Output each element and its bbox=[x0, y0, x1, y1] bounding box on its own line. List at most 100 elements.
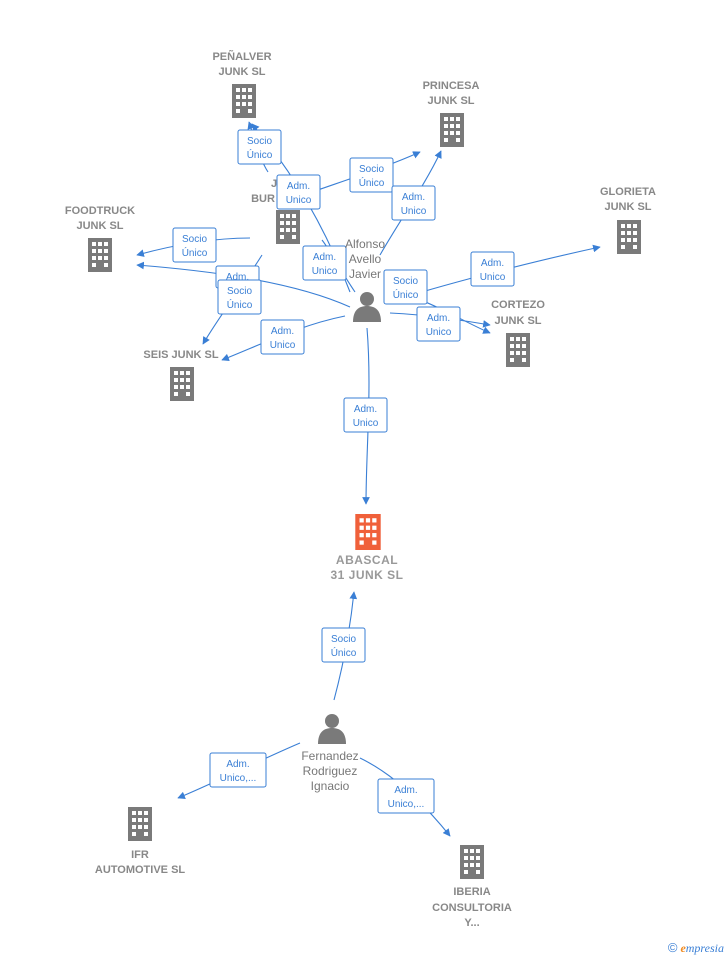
company-node-glorieta[interactable]: GLORIETA JUNK SL bbox=[600, 186, 656, 254]
role-label[interactable]: Socio Único bbox=[172, 227, 217, 263]
svg-text:AUTOMOTIVE SL: AUTOMOTIVE SL bbox=[95, 864, 186, 876]
svg-text:Adm.: Adm. bbox=[226, 272, 249, 283]
svg-text:Fernandez: Fernandez bbox=[301, 749, 358, 763]
company-node-penalver[interactable]: PEÑALVER JUNK SL bbox=[212, 50, 272, 118]
building-icon bbox=[88, 238, 112, 272]
svg-text:JUNK SL: JUNK SL bbox=[604, 201, 651, 213]
svg-text:Único: Único bbox=[182, 246, 208, 259]
nodes-layer: PEÑALVER JUNK SL PRINCESA JUNK SL GLORIE… bbox=[65, 50, 656, 929]
svg-text:Ignacio: Ignacio bbox=[311, 779, 350, 793]
svg-text:PEÑALVER: PEÑALVER bbox=[212, 50, 271, 63]
building-icon bbox=[128, 807, 152, 841]
building-icon bbox=[617, 220, 641, 254]
role-label[interactable]: Adm. Unico bbox=[276, 174, 321, 210]
svg-text:Único: Único bbox=[359, 176, 385, 189]
brand-logo: ©empresia bbox=[667, 940, 724, 955]
person-icon bbox=[318, 714, 346, 744]
svg-text:Unico: Unico bbox=[312, 266, 338, 277]
svg-text:ABASCAL: ABASCAL bbox=[336, 553, 398, 567]
svg-text:Unico: Unico bbox=[270, 340, 296, 351]
role-label[interactable]: Adm. Unico bbox=[302, 245, 347, 281]
svg-text:IFR: IFR bbox=[131, 849, 149, 861]
svg-text:Único: Único bbox=[227, 298, 253, 311]
svg-text:CORTEZO: CORTEZO bbox=[491, 299, 545, 311]
svg-text:Unico: Unico bbox=[286, 195, 312, 206]
svg-text:Alfonso: Alfonso bbox=[345, 237, 385, 251]
svg-text:JUNK SL: JUNK SL bbox=[218, 66, 265, 78]
role-label[interactable]: Socio Único bbox=[217, 279, 262, 315]
svg-text:Y...: Y... bbox=[464, 917, 479, 929]
person-icon bbox=[353, 292, 381, 322]
copyright-icon: © bbox=[667, 940, 678, 955]
svg-text:Adm.: Adm. bbox=[481, 258, 504, 269]
svg-text:Adm.: Adm. bbox=[394, 785, 417, 796]
svg-text:Adm.: Adm. bbox=[427, 313, 450, 324]
building-icon bbox=[460, 845, 484, 879]
svg-text:Único: Único bbox=[331, 646, 357, 659]
svg-text:Adm.: Adm. bbox=[354, 404, 377, 415]
svg-text:Unico,...: Unico,... bbox=[388, 799, 425, 810]
role-label[interactable]: Socio Único bbox=[349, 157, 394, 193]
building-icon bbox=[355, 514, 381, 550]
svg-text:Avello: Avello bbox=[349, 252, 382, 266]
svg-text:Único: Único bbox=[247, 148, 273, 161]
company-node-ifr[interactable]: IFR AUTOMOTIVE SL bbox=[95, 807, 186, 876]
building-icon bbox=[232, 84, 256, 118]
building-icon bbox=[506, 333, 530, 367]
role-label[interactable]: Adm. Unico bbox=[416, 306, 461, 342]
svg-text:31 JUNK SL: 31 JUNK SL bbox=[330, 568, 403, 582]
svg-text:Unico: Unico bbox=[401, 206, 427, 217]
svg-text:JUNK SL: JUNK SL bbox=[494, 315, 541, 327]
role-label[interactable]: Socio Único bbox=[383, 269, 428, 305]
svg-text:Adm.: Adm. bbox=[313, 252, 336, 263]
role-label[interactable]: Adm. Unico,... bbox=[377, 778, 435, 814]
building-icon bbox=[276, 210, 300, 244]
company-node-foodtruck[interactable]: FOODTRUCK JUNK SL bbox=[65, 205, 135, 272]
svg-text:PRINCESA: PRINCESA bbox=[423, 80, 480, 92]
company-node-seis[interactable]: SEIS JUNK SL bbox=[143, 349, 219, 401]
svg-text:JUNK SL: JUNK SL bbox=[76, 220, 123, 232]
svg-text:CONSULTORIA: CONSULTORIA bbox=[432, 902, 512, 914]
svg-text:Socio: Socio bbox=[227, 286, 252, 297]
building-icon bbox=[440, 113, 464, 147]
svg-text:Único: Único bbox=[393, 288, 419, 301]
company-node-main[interactable]: ABASCAL 31 JUNK SL bbox=[330, 514, 403, 582]
role-label[interactable]: Socio Único bbox=[237, 129, 282, 165]
svg-text:SEIS JUNK SL: SEIS JUNK SL bbox=[143, 349, 218, 361]
svg-text:Unico: Unico bbox=[426, 327, 452, 338]
svg-text:J: J bbox=[271, 178, 277, 190]
person-node-fernandez[interactable]: Fernandez Rodriguez Ignacio bbox=[301, 714, 359, 793]
company-node-cortezo[interactable]: CORTEZO JUNK SL bbox=[491, 299, 545, 367]
building-icon bbox=[170, 367, 194, 401]
svg-text:Socio: Socio bbox=[182, 234, 207, 245]
svg-text:Adm.: Adm. bbox=[271, 326, 294, 337]
role-label[interactable]: Adm. Unico bbox=[343, 397, 388, 433]
company-node-princesa[interactable]: PRINCESA JUNK SL bbox=[423, 80, 480, 147]
role-label[interactable]: Adm. Unico bbox=[260, 319, 305, 355]
svg-text:Javier: Javier bbox=[349, 267, 381, 281]
svg-text:JUNK SL: JUNK SL bbox=[427, 95, 474, 107]
person-node-alfonso[interactable]: Alfonso Avello Javier bbox=[345, 237, 385, 322]
role-label[interactable]: Socio Único bbox=[321, 627, 366, 663]
svg-text:Unico: Unico bbox=[480, 272, 506, 283]
company-node-burgos[interactable]: J BUR bbox=[251, 178, 300, 244]
svg-text:Socio: Socio bbox=[393, 276, 418, 287]
svg-text:Unico: Unico bbox=[353, 418, 379, 429]
svg-text:Adm.: Adm. bbox=[287, 181, 310, 192]
svg-text:Adm.: Adm. bbox=[402, 192, 425, 203]
company-node-iberia[interactable]: IBERIA CONSULTORIA Y... bbox=[432, 845, 512, 929]
svg-text:Socio: Socio bbox=[247, 136, 272, 147]
role-label[interactable]: Adm. Unico,... bbox=[209, 752, 267, 788]
svg-text:Adm.: Adm. bbox=[226, 759, 249, 770]
svg-text:Socio: Socio bbox=[359, 164, 384, 175]
svg-text:Rodriguez: Rodriguez bbox=[303, 764, 358, 778]
svg-text:BUR: BUR bbox=[251, 193, 275, 205]
svg-text:Unico,...: Unico,... bbox=[220, 773, 257, 784]
svg-text:FOODTRUCK: FOODTRUCK bbox=[65, 205, 135, 217]
role-label[interactable]: Adm. Unico bbox=[470, 251, 515, 287]
edge-labels-layer: Adm. Unico Socio Único Adm. Unico,... Ad… bbox=[172, 129, 515, 814]
svg-text:IBERIA: IBERIA bbox=[453, 886, 490, 898]
role-label[interactable]: Adm. Unico bbox=[391, 185, 436, 221]
svg-text:Socio: Socio bbox=[331, 634, 356, 645]
